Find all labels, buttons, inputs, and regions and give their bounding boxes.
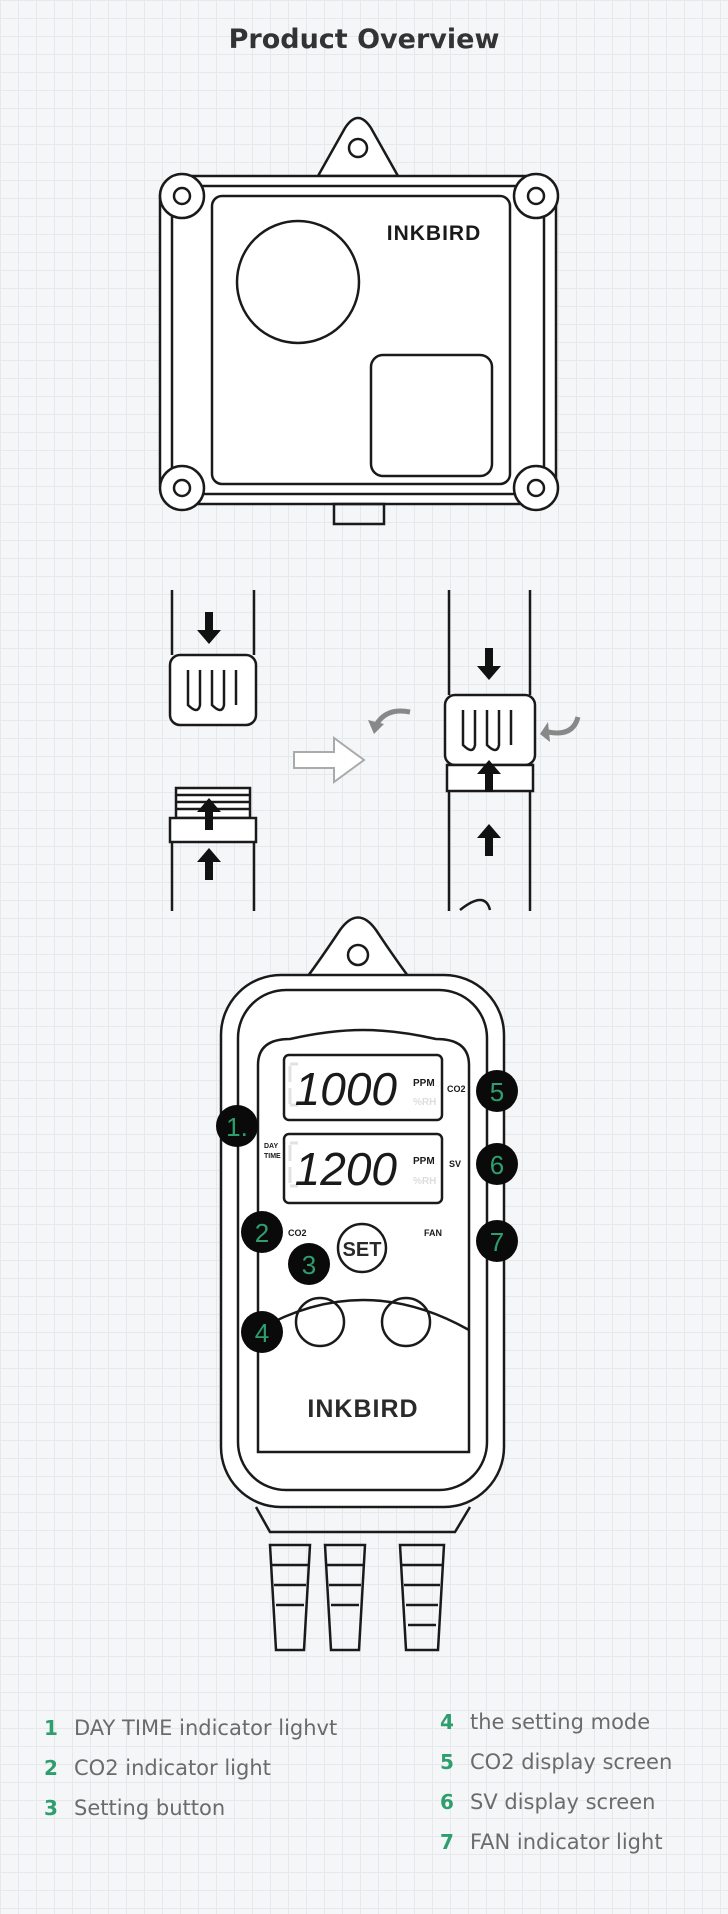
display1-unit-dim: %RH (413, 1097, 436, 1108)
callout-7: 7 (490, 1227, 504, 1257)
co2-display-value: 1000 (295, 1063, 398, 1115)
direction-arrow-icon (293, 736, 366, 784)
callout-6: 6 (490, 1150, 504, 1180)
fan-indicator-label: FAN (424, 1228, 442, 1238)
rotate-right-arrowhead-icon (540, 722, 550, 742)
callout-3: 3 (302, 1250, 316, 1280)
controller-brand-logo: INKBIRD (307, 1395, 418, 1423)
legend-item: 2 CO2 indicator light (44, 1756, 271, 1780)
arrow-icons (197, 612, 501, 880)
legend-number: 1 (44, 1716, 58, 1740)
legend-text: DAY TIME indicator lighvt (74, 1716, 338, 1740)
legend-item: 3 Setting button (44, 1796, 225, 1820)
lcd-ghost-segments (288, 1062, 298, 1188)
display2-unit: PPM (413, 1156, 435, 1167)
legend-item: 1 DAY TIME indicator lighvt (44, 1716, 337, 1740)
page-title: Product Overview (228, 24, 500, 55)
controller-device (219, 916, 506, 1652)
callout-5: 5 (490, 1077, 504, 1107)
sv-display-value: 1200 (295, 1143, 398, 1195)
callout-markers: 1. 2 3 4 5 6 7 (216, 1070, 518, 1353)
legend-number: 3 (44, 1796, 58, 1820)
time-label: TIME (264, 1153, 281, 1160)
legend-text: Setting button (74, 1796, 226, 1820)
legend-item: 7 FAN indicator light (440, 1830, 663, 1854)
sv-display-label: SV (449, 1159, 461, 1169)
legend-text: CO2 display screen (470, 1750, 673, 1774)
display1-unit: PPM (413, 1078, 435, 1089)
legend-text: CO2 indicator light (74, 1756, 271, 1780)
legend-number: 4 (440, 1710, 454, 1734)
co2-display-label: CO2 (447, 1084, 466, 1094)
legend-number: 5 (440, 1750, 454, 1774)
legend-text: SV display screen (470, 1790, 656, 1814)
co2-indicator-label: CO2 (288, 1228, 307, 1238)
sensor-brand-logo: INKBIRD (387, 222, 482, 245)
legend-item: 4 the setting mode (440, 1710, 650, 1734)
callout-4: 4 (255, 1318, 269, 1348)
set-button[interactable]: SET (343, 1239, 382, 1261)
day-label: DAY (264, 1143, 278, 1150)
legend-text: FAN indicator light (470, 1830, 663, 1854)
legend-number: 7 (440, 1830, 454, 1854)
legend-item: 5 CO2 display screen (440, 1750, 672, 1774)
legend-item: 6 SV display screen (440, 1790, 655, 1814)
callout-2: 2 (255, 1218, 269, 1248)
callout-1: 1. (226, 1112, 248, 1142)
display2-unit-dim: %RH (413, 1176, 436, 1187)
rotate-right-icon (547, 716, 581, 736)
legend-number: 2 (44, 1756, 58, 1780)
rotate-left-arrowhead-icon (368, 720, 384, 734)
legend-text: the setting mode (470, 1710, 651, 1734)
legend-number: 6 (440, 1790, 454, 1814)
sensor-device (158, 116, 560, 526)
